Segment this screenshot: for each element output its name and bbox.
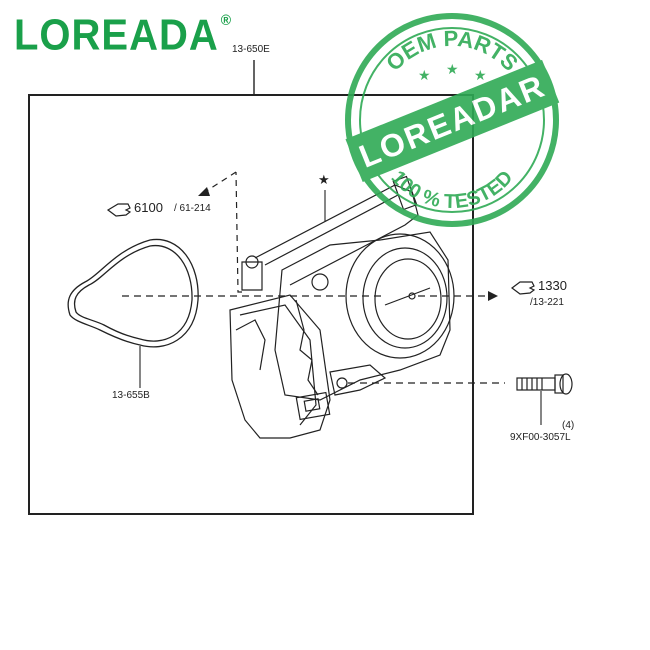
svg-text:100 % TESTED: 100 % TESTED (387, 167, 518, 214)
stamp-star-icon: ★ (446, 61, 459, 77)
gasket-code-label: 13-655B (112, 390, 150, 401)
star-marker: ★ (318, 172, 330, 187)
vacuum-arrow (198, 187, 210, 196)
bolt-code-label: 9XF00-3057L (510, 432, 571, 443)
vacuum-line (235, 171, 242, 293)
bolt (516, 373, 573, 395)
stamp-middle-text: LOREADAR (354, 67, 550, 174)
stamp-star-icon: ★ (418, 67, 431, 83)
diagram-frame (28, 94, 474, 515)
flow-arrow (488, 291, 498, 301)
assembly-code-label: 13-650E (232, 44, 270, 55)
brand-logo: LOREADA® (14, 10, 233, 60)
stamp-bottom-text: 100 % TESTED (387, 167, 518, 214)
ref-1330-main: 1330 (538, 278, 567, 293)
throttle-body (229, 175, 455, 439)
registered-mark: ® (220, 10, 233, 29)
bolt-qty-label: (4) (562, 420, 575, 431)
ref-6100-main: 6100 (134, 200, 163, 215)
hand-pointer-icon (106, 203, 536, 295)
brand-name: LOREADA (14, 11, 219, 60)
gasket-ring (67, 238, 199, 348)
ref-6100-sub: / 61-214 (174, 203, 211, 214)
oem-stamp: OEM PARTS 100 % TESTED LOREADAR ★ ★ ★ (345, 13, 560, 227)
vacuum-line-diag (204, 171, 237, 193)
ref-1330-sub: /13-221 (530, 297, 564, 308)
stamp-star-icon: ★ (474, 67, 487, 83)
